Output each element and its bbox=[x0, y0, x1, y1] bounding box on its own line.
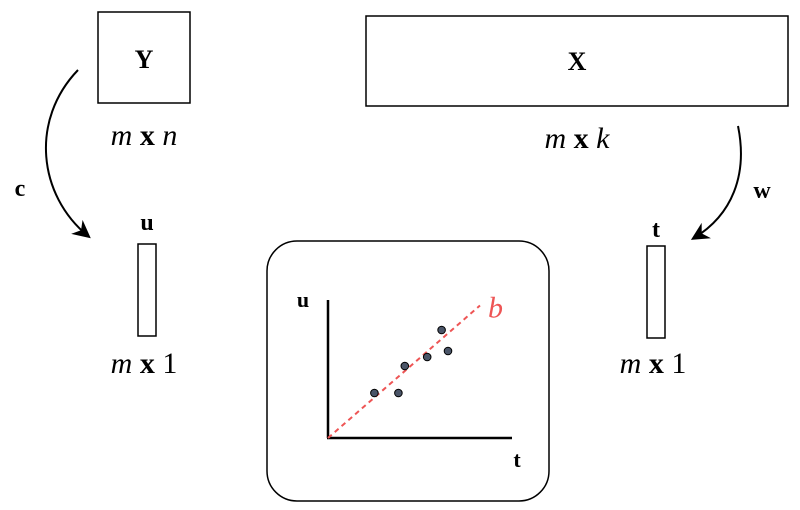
inset-data-point bbox=[400, 361, 410, 371]
matrix-x-dim-rows: m bbox=[545, 122, 567, 155]
vector-t-dim-rows: m bbox=[620, 347, 642, 380]
matrix-y: Y m x n bbox=[97, 11, 191, 152]
vector-t: t m x 1 bbox=[620, 217, 687, 380]
matrix-x-dim-cols: k bbox=[596, 122, 610, 155]
vector-u-box bbox=[137, 243, 157, 337]
matrix-x-dim-sep: x bbox=[574, 122, 589, 155]
arrow-w-path bbox=[690, 125, 742, 240]
matrix-y-label: Y bbox=[135, 45, 154, 74]
matrix-x-box bbox=[365, 15, 789, 107]
matrix-y-dim-sep: x bbox=[140, 119, 155, 152]
vector-u-label: u bbox=[140, 210, 153, 236]
inset-data-point bbox=[394, 388, 403, 398]
arrow-c: c bbox=[15, 69, 91, 239]
arrow-c-path bbox=[44, 69, 91, 239]
vector-t-dim-cols: 1 bbox=[671, 347, 686, 380]
arrow-w: w bbox=[690, 125, 771, 240]
matrix-y-dim-cols: n bbox=[162, 119, 177, 152]
inset-x-axis-label: t bbox=[513, 447, 521, 472]
vector-t-dim-sep: x bbox=[649, 347, 664, 380]
inset-data-point bbox=[443, 346, 453, 356]
vector-t-label: t bbox=[652, 217, 660, 243]
matrix-y-box bbox=[97, 11, 191, 104]
vector-u-dim-sep: x bbox=[140, 347, 155, 380]
inset-fit-label: b bbox=[488, 291, 503, 324]
vector-u-dim-rows: m bbox=[111, 347, 133, 380]
arrow-w-label: w bbox=[753, 178, 771, 204]
vector-t-box bbox=[646, 245, 666, 339]
inset-fit-line bbox=[327, 304, 481, 439]
inset-plot: u t b bbox=[266, 240, 550, 502]
matrix-y-dims: m x n bbox=[111, 119, 178, 152]
inset-data-point bbox=[437, 325, 446, 335]
vector-t-dims: m x 1 bbox=[620, 347, 687, 380]
matrix-x-label: X bbox=[568, 47, 587, 76]
arrow-c-label: c bbox=[15, 176, 26, 202]
matrix-y-dim-rows: m bbox=[111, 119, 133, 152]
matrix-x: X m x k bbox=[365, 15, 789, 155]
vector-u: u m x 1 bbox=[111, 210, 178, 380]
matrix-x-dims: m x k bbox=[545, 122, 611, 155]
inset-data-points bbox=[370, 325, 453, 398]
vector-u-dim-cols: 1 bbox=[162, 347, 177, 380]
inset-data-point bbox=[422, 352, 432, 362]
inset-y-axis-label: u bbox=[297, 287, 309, 312]
inset-data-point bbox=[370, 388, 379, 398]
vector-u-dims: m x 1 bbox=[111, 347, 178, 380]
inset-plot-frame bbox=[266, 240, 550, 502]
